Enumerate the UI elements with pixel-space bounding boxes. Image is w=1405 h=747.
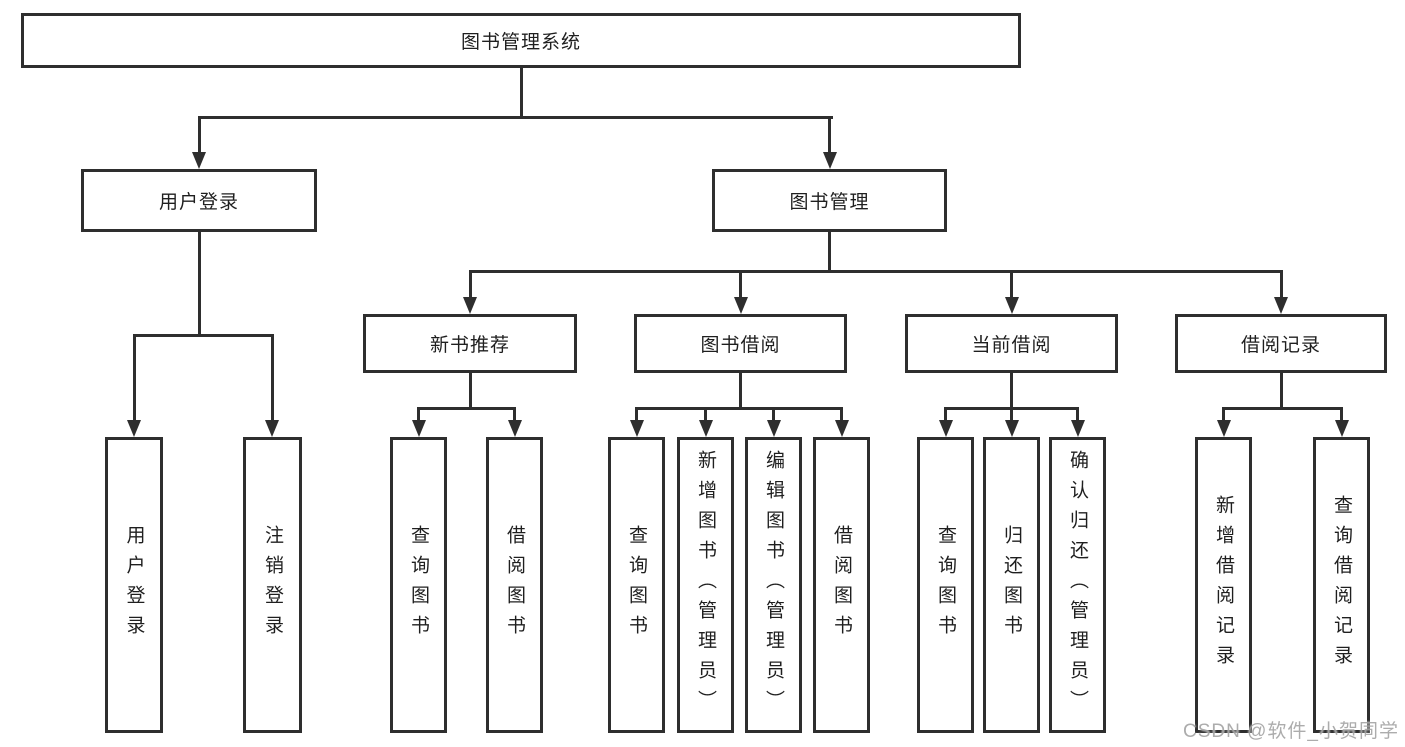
connector-book-management-rail	[468, 270, 1283, 273]
leaf-br-query-record: 查询借阅记录	[1313, 437, 1370, 733]
connector-drop-logout-leaf	[270, 334, 274, 420]
connector-drop-user-login	[197, 116, 201, 152]
connector-drop-bb-edit	[772, 407, 775, 420]
arrowhead-nb-query	[411, 420, 426, 437]
leaf-bb-borrow-books: 借阅图书	[813, 437, 870, 733]
node-current-borrow: 当前借阅	[905, 314, 1118, 373]
leaf-cb-return-books: 归还图书	[983, 437, 1040, 733]
leaf-bb-query-books: 查询图书	[608, 437, 665, 733]
node-book-borrow-label: 图书借阅	[700, 335, 781, 356]
connector-current-borrow-stem	[1010, 373, 1013, 410]
leaf-bb-add-books-admin: 新增图书（管理员）	[677, 437, 734, 733]
node-borrow-records-label: 借阅记录	[1240, 335, 1321, 356]
arrowhead-book-management	[822, 152, 837, 169]
connector-drop-bb-borrow	[840, 407, 843, 420]
arrowhead-cb-confirm	[1070, 420, 1085, 437]
connector-drop-bb-query	[635, 407, 638, 420]
leaf-nb-borrow-books: 借阅图书	[486, 437, 543, 733]
arrowhead-new-book	[463, 297, 477, 314]
arrowhead-bb-query	[629, 420, 644, 437]
leaf-user-login-label: 用户登录	[123, 525, 145, 645]
connector-drop-book-management	[828, 116, 831, 152]
connector-drop-br-query	[1340, 407, 1343, 420]
arrowhead-bb-edit	[766, 420, 781, 437]
leaf-logout: 注销登录	[243, 437, 302, 733]
arrowhead-user-login	[192, 152, 206, 169]
connector-drop-cb-return	[1010, 407, 1013, 420]
connector-drop-current-borrow	[1010, 270, 1013, 297]
arrowhead-login-leaf	[127, 420, 141, 437]
leaf-cb-confirm-return-admin: 确认归还（管理员）	[1049, 437, 1106, 733]
node-user-login: 用户登录	[81, 169, 317, 232]
connector-drop-br-add	[1222, 407, 1225, 420]
arrowhead-book-borrow	[733, 297, 748, 314]
leaf-bb-add-books-admin-label: 新增图书（管理员）	[695, 450, 716, 720]
node-current-borrow-label: 当前借阅	[971, 335, 1052, 356]
leaf-cb-return-books-label: 归还图书	[1001, 525, 1022, 645]
node-new-book-recommend: 新书推荐	[363, 314, 577, 373]
node-root: 图书管理系统	[21, 13, 1021, 68]
connector-root-rail	[197, 116, 833, 119]
arrowhead-bb-borrow	[834, 420, 849, 437]
arrowhead-cb-query	[938, 420, 953, 437]
connector-drop-nb-borrow	[513, 407, 516, 420]
connector-borrow-records-stem	[1279, 373, 1283, 410]
leaf-cb-query-books: 查询图书	[917, 437, 974, 733]
node-new-book-recommend-label: 新书推荐	[429, 335, 510, 356]
connector-drop-borrow-records	[1279, 270, 1283, 297]
arrowhead-borrow-records	[1274, 297, 1288, 314]
connector-book-management-stem	[828, 231, 831, 273]
arrowhead-br-query	[1334, 420, 1349, 437]
connector-borrow-records-rail	[1222, 407, 1343, 410]
connector-new-book-stem	[468, 373, 472, 410]
leaf-bb-edit-books-admin-label: 编辑图书（管理员）	[763, 450, 784, 720]
connector-drop-cb-confirm	[1076, 407, 1079, 420]
connector-book-borrow-stem	[739, 373, 742, 410]
leaf-cb-confirm-return-admin-label: 确认归还（管理员）	[1067, 450, 1088, 720]
leaf-logout-label: 注销登录	[262, 525, 283, 645]
leaf-nb-borrow-books-label: 借阅图书	[504, 525, 525, 645]
connector-user-login-stem	[197, 231, 201, 337]
leaf-cb-query-books-label: 查询图书	[935, 525, 956, 645]
node-borrow-records: 借阅记录	[1175, 314, 1387, 373]
connector-drop-login-leaf	[132, 334, 136, 420]
connector-drop-bb-add	[704, 407, 707, 420]
arrowhead-current-borrow	[1004, 297, 1019, 314]
node-book-borrow: 图书借阅	[634, 314, 847, 373]
leaf-nb-query-books-label: 查询图书	[408, 525, 429, 645]
node-book-management-label: 图书管理	[789, 192, 870, 213]
leaf-br-add-record-label: 新增借阅记录	[1213, 495, 1234, 675]
arrowhead-logout-leaf	[265, 420, 279, 437]
connector-new-book-rail	[417, 407, 516, 410]
leaf-bb-query-books-label: 查询图书	[626, 525, 647, 645]
node-book-management: 图书管理	[712, 169, 947, 232]
connector-root-stem	[519, 68, 523, 119]
connector-book-borrow-rail	[635, 407, 843, 410]
csdn-watermark: CSDN @软件_小贺同学	[1183, 721, 1399, 742]
arrowhead-cb-return	[1004, 420, 1019, 437]
leaf-bb-borrow-books-label: 借阅图书	[831, 525, 852, 645]
node-root-label: 图书管理系统	[460, 32, 581, 53]
node-user-login-label: 用户登录	[158, 192, 239, 213]
connector-drop-cb-query	[944, 407, 947, 420]
arrowhead-bb-add	[698, 420, 713, 437]
connector-drop-nb-query	[417, 407, 420, 420]
arrowhead-nb-borrow	[507, 420, 522, 437]
leaf-nb-query-books: 查询图书	[390, 437, 447, 733]
connector-user-login-rail	[132, 334, 274, 337]
leaf-br-query-record-label: 查询借阅记录	[1331, 495, 1352, 675]
connector-drop-new-book	[468, 270, 472, 297]
leaf-bb-edit-books-admin: 编辑图书（管理员）	[745, 437, 802, 733]
arrowhead-br-add	[1216, 420, 1231, 437]
leaf-br-add-record: 新增借阅记录	[1195, 437, 1252, 733]
connector-drop-book-borrow	[739, 270, 742, 297]
leaf-user-login: 用户登录	[105, 437, 163, 733]
